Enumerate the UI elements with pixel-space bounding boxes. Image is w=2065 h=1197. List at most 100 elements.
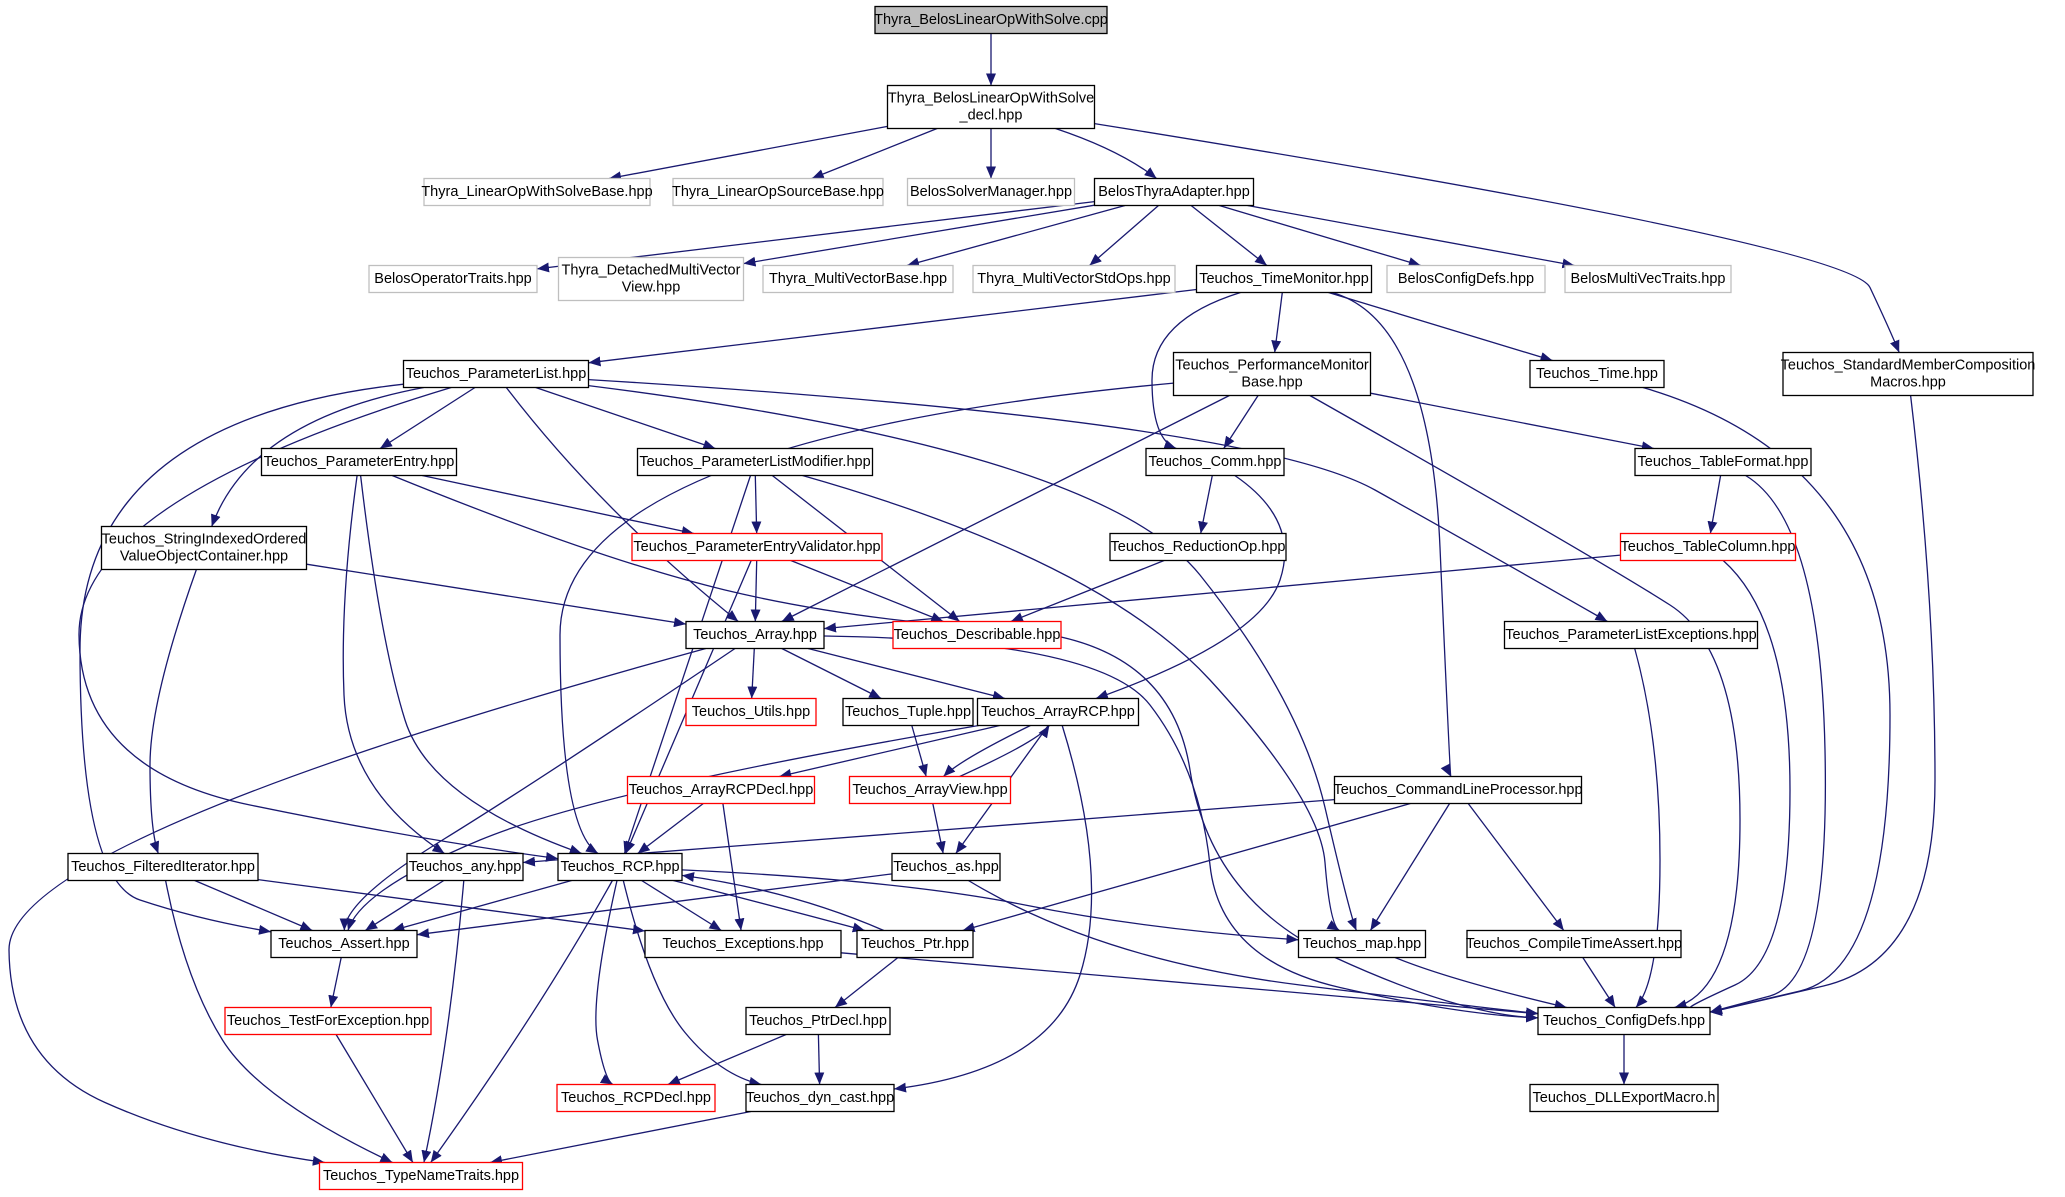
node-label: Teuchos_any.hpp <box>409 859 522 875</box>
edge-arr-to-tnt <box>8 647 706 1166</box>
edge-any-to-assert <box>364 879 445 932</box>
node-teuchos-as-hpp[interactable]: Teuchos_as.hpp <box>891 852 1001 882</box>
edge-decl-to-bta <box>1055 127 1157 180</box>
node-teuchos-time-hpp[interactable]: Teuchos_Time.hpp <box>1529 359 1665 389</box>
node-thyra-multivectorbase-hpp[interactable]: Thyra_MultiVectorBase.hpp <box>762 264 954 294</box>
node-teuchos-comm-hpp[interactable]: Teuchos_Comm.hpp <box>1145 447 1285 477</box>
node-label: Teuchos_Describable.hpp <box>894 627 1061 643</box>
node-label: Teuchos_RCP.hpp <box>560 859 679 875</box>
node-teuchos-parameterlist-hpp[interactable]: Teuchos_ParameterList.hpp <box>402 359 590 389</box>
node-teuchos-compiletimeassert-hpp[interactable]: Teuchos_CompileTimeAssert.hpp <box>1466 929 1682 959</box>
node-teuchos-parameterentryvalidator-hpp[interactable]: Teuchos_ParameterEntryValidator.hpp <box>631 532 883 562</box>
edge-line <box>667 1033 787 1086</box>
node-teuchos-testforexception-hpp[interactable]: Teuchos_TestForException.hpp <box>224 1006 432 1036</box>
node-belosconfigdefs-hpp[interactable]: BelosConfigDefs.hpp <box>1386 264 1546 294</box>
edge-line <box>1642 386 1891 1015</box>
node-thyra-multivectorstdops-hpp[interactable]: Thyra_MultiVectorStdOps.hpp <box>972 264 1176 294</box>
node-teuchos-exceptions-hpp[interactable]: Teuchos_Exceptions.hpp <box>644 929 842 959</box>
node-label: Teuchos_ParameterList.hpp <box>406 366 587 382</box>
edge-line <box>814 1034 825 1085</box>
node-teuchos-timemonitor-hpp[interactable]: Teuchos_TimeMonitor.hpp <box>1195 264 1373 294</box>
node-teuchos-rcp-hpp[interactable]: Teuchos_RCP.hpp <box>557 852 683 882</box>
node-teuchos-parameterlistmodifier-hpp[interactable]: Teuchos_ParameterListModifier.hpp <box>636 447 874 477</box>
edge-pe-to-pev <box>422 474 694 536</box>
node-teuchos-dllexportmacro-h[interactable]: Teuchos_DLLExportMacro.h <box>1529 1083 1719 1113</box>
edge-line <box>834 956 899 1009</box>
node-box <box>745 1083 895 1113</box>
node-teuchos-arrayrcpdecl-hpp[interactable]: Teuchos_ArrayRCPDecl.hpp <box>626 775 816 805</box>
edge-as-to-assert <box>416 873 893 939</box>
edge-pl-to-map <box>588 384 1358 931</box>
edge-line <box>1582 957 1616 1008</box>
edge-rop-to-desc <box>1010 559 1165 623</box>
edge-bta-to-tm <box>1190 204 1268 267</box>
node-belosthyraadapter-hpp[interactable]: BelosThyraAdapter.hpp <box>1093 177 1255 207</box>
edge-tm-to-time <box>1328 291 1553 362</box>
edge-arcp-to-arcpd <box>779 724 1000 779</box>
node-teuchos-tuple-hpp[interactable]: Teuchos_Tuple.hpp <box>842 697 974 727</box>
edge-ptrd-to-rcpd <box>667 1033 787 1086</box>
node-teuchos-ptr-hpp[interactable]: Teuchos_Ptr.hpp <box>856 929 974 959</box>
node-box <box>874 5 1108 35</box>
node-teuchos-filterediterator-hpp[interactable]: Teuchos_FilteredIterator.hpp <box>67 852 259 882</box>
node-thyra-beloslinearopwithsolve-cpp[interactable]: Thyra_BelosLinearOpWithSolve.cpp <box>874 5 1108 35</box>
node-teuchos-ptrdecl-hpp[interactable]: Teuchos_PtrDecl.hpp <box>745 1006 891 1036</box>
edge-pev-to-arr <box>750 560 761 622</box>
edge-pl-to-rcp <box>78 386 559 862</box>
edge-line <box>1328 291 1553 362</box>
edge-line <box>906 204 1126 268</box>
node-teuchos-arrayview-hpp[interactable]: Teuchos_ArrayView.hpp <box>848 775 1012 805</box>
node-teuchos-parameterlistexceptions-hpp[interactable]: Teuchos_ParameterListExceptions.hpp <box>1503 620 1759 650</box>
node-teuchos-commandlineprocessor-hpp[interactable]: Teuchos_CommandLineProcessor.hpp <box>1333 775 1583 805</box>
edge-decl-to-los <box>811 127 938 180</box>
node-box <box>685 620 825 650</box>
node-box <box>270 929 418 959</box>
node-label: Teuchos_ArrayRCP.hpp <box>981 704 1135 720</box>
edge-line <box>535 386 716 450</box>
node-teuchos-tableformat-hpp[interactable]: Teuchos_TableFormat.hpp <box>1634 447 1812 477</box>
node-label: Thyra_DetachedMultiVector <box>562 263 741 279</box>
node-label: Teuchos_Comm.hpp <box>1149 454 1282 470</box>
node-teuchos-parameterentry-hpp[interactable]: Teuchos_ParameterEntry.hpp <box>260 447 458 477</box>
node-teuchos-assert-hpp[interactable]: Teuchos_Assert.hpp <box>270 929 418 959</box>
node-box <box>1503 620 1759 650</box>
edge-ptr-to-rcp <box>681 872 885 932</box>
edge-line <box>1089 205 1159 266</box>
node-thyra-beloslinearopwithsolve-decl-hpp[interactable]: Thyra_BelosLinearOpWithSolve_decl.hpp <box>886 84 1096 130</box>
node-teuchos-any-hpp[interactable]: Teuchos_any.hpp <box>406 852 524 882</box>
node-box <box>626 775 816 805</box>
node-teuchos-arrayrcp-hpp[interactable]: Teuchos_ArrayRCP.hpp <box>976 697 1140 727</box>
edge-pl-to-assert <box>79 383 404 935</box>
node-label: Teuchos_Exceptions.hpp <box>662 936 823 952</box>
node-teuchos-reductionop-hpp[interactable]: Teuchos_ReductionOp.hpp <box>1109 532 1287 562</box>
node-teuchos-stringindexedorderedvalueobjectcontainer-hpp[interactable]: Teuchos_StringIndexedOrderedValueObjectC… <box>100 525 308 571</box>
node-teuchos-utils-hpp[interactable]: Teuchos_Utils.hpp <box>685 697 817 727</box>
node-box <box>685 697 817 727</box>
node-belosmultivectraits-hpp[interactable]: BelosMultiVecTraits.hpp <box>1564 264 1732 294</box>
node-teuchos-standardmembercompositionmacros-hpp[interactable]: Teuchos_StandardMemberCompositionMacros.… <box>1781 351 2036 397</box>
edge-bta-to-mvb <box>906 204 1126 268</box>
node-teuchos-configdefs-hpp[interactable]: Teuchos_ConfigDefs.hpp <box>1537 1006 1711 1036</box>
node-teuchos-describable-hpp[interactable]: Teuchos_Describable.hpp <box>892 620 1062 650</box>
node-label: Teuchos_ParameterListExceptions.hpp <box>1505 627 1756 643</box>
node-belosoperatortraits-hpp[interactable]: BelosOperatorTraits.hpp <box>368 264 538 294</box>
node-teuchos-rcpdecl-hpp[interactable]: Teuchos_RCPDecl.hpp <box>556 1083 716 1113</box>
edge-line <box>211 386 424 527</box>
node-teuchos-typenametraits-hpp[interactable]: Teuchos_TypeNameTraits.hpp <box>318 1161 524 1191</box>
node-thyra-linearopwithsolvebase-hpp[interactable]: Thyra_LinearOpWithSolveBase.hpp <box>421 177 653 207</box>
node-teuchos-map-hpp[interactable]: Teuchos_map.hpp <box>1297 929 1427 959</box>
node-teuchos-tablecolumn-hpp[interactable]: Teuchos_TableColumn.hpp <box>1619 532 1797 562</box>
node-teuchos-dyn-cast-hpp[interactable]: Teuchos_dyn_cast.hpp <box>745 1083 895 1113</box>
node-label: ValueObjectContainer.hpp <box>120 549 288 565</box>
edge-line <box>751 475 762 534</box>
edge-pmb-to-arr <box>781 394 1230 623</box>
node-label: BelosThyraAdapter.hpp <box>1098 184 1250 200</box>
node-box <box>1529 359 1665 389</box>
node-thyra-linearopsourcebase-hpp[interactable]: Thyra_LinearOpSourceBase.hpp <box>672 177 884 207</box>
node-teuchos-array-hpp[interactable]: Teuchos_Array.hpp <box>685 620 825 650</box>
node-label: Thyra_MultiVectorStdOps.hpp <box>977 271 1170 287</box>
node-belossolvermanager-hpp[interactable]: BelosSolverManager.hpp <box>906 177 1076 207</box>
